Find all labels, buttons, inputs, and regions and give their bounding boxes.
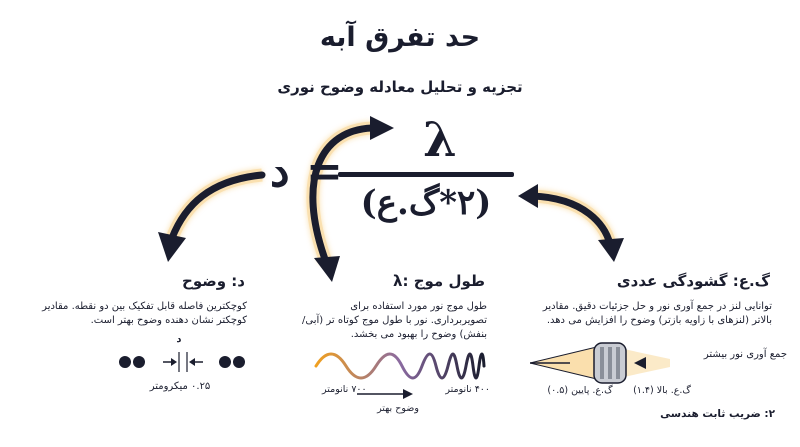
section-desc-resolution: کوچکترین فاصله قابل تفکیک بین دو نقطه. م… [42,301,247,326]
arrow-to-wavelength [309,124,376,266]
wave-icon [314,352,486,380]
label-400nm: ۴۰۰ نانومتر [445,384,490,395]
label-d-symbol: د [176,334,182,345]
page-title: حد تفرق آبه [319,22,481,53]
arrow-head-lambda [370,116,394,140]
label-low-na: گ.ع. پایین (۰.۵) [547,385,613,396]
lens-objective-icon [530,342,670,384]
arrow-to-aperture [528,192,614,248]
section-desc-wavelength: طول موج نور مورد استفاده برای تصویربردار… [302,301,487,340]
footnote: ۲: ضریب ثابت هندسی [660,408,775,420]
arrow-wavelength-direction-icon [357,389,413,399]
label-700nm: ۷۰۰ نانومتر [322,384,367,395]
equation-lhs: د [270,146,290,197]
equation-equals: = [306,146,343,197]
arrow-head-aperture [598,238,624,262]
arrow-head-wavelength [314,256,340,282]
section-heading-wavelength: λ: طول موج [393,272,485,290]
two-dots-icon [119,352,245,372]
equation-denominator: (۲*گ.ع) [360,183,492,223]
label-distance: ۰.۲۵ میکرومتر [149,381,211,392]
arrow-head-denominator [518,184,538,208]
section-heading-aperture: گ.ع: گشودگی عددی [616,272,770,290]
section-desc-aperture: توانایی لنز در جمع آوری نور و حل جزئیات … [542,301,772,326]
label-better-resolution: وضوح بهتر [377,403,419,414]
fraction-bar [338,172,514,177]
page-subtitle: تجزیه و تحلیل معادله وضوح نوری [277,78,523,96]
equation-numerator: λ [423,112,457,168]
label-high-na: گ.ع. بالا (۱.۴) [633,385,691,396]
section-heading-resolution: د: وضوح [182,272,245,290]
arrow-head-resolution [158,232,186,262]
arrow-to-resolution [168,171,266,242]
label-more-light: جمع آوری نور بیشتر [703,349,787,360]
